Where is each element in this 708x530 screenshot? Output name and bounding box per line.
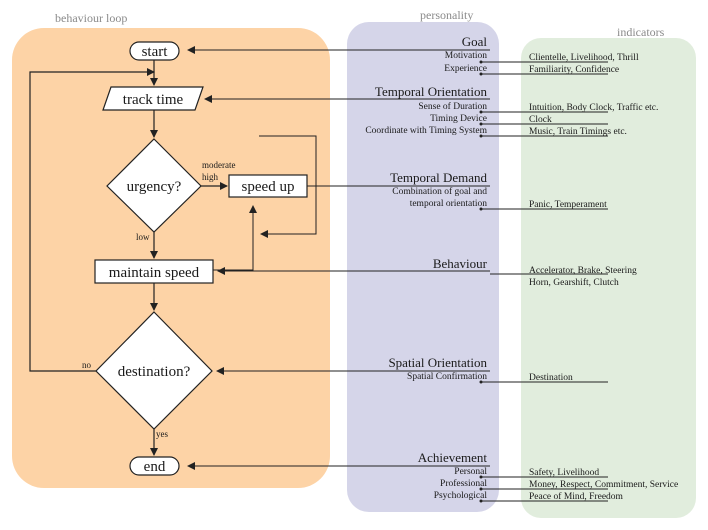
moderate-label: moderate bbox=[202, 160, 235, 170]
sense-of-duration-label: Sense of Duration bbox=[418, 101, 487, 112]
low-label: low bbox=[136, 232, 150, 242]
maintain-speed-label: maintain speed bbox=[109, 265, 200, 281]
indicator-spatial-confirmation: Destination bbox=[529, 373, 573, 383]
destination-label: destination? bbox=[118, 364, 191, 380]
professional-label: Professional bbox=[440, 478, 487, 489]
spatial-confirmation-label: Spatial Confirmation bbox=[407, 371, 487, 382]
indicators-heading: indicators bbox=[617, 25, 665, 39]
high-label: high bbox=[202, 172, 219, 182]
maintain-to-speedup-arrow bbox=[213, 205, 257, 271]
indicator-motivation: Clientelle, Livelihood, Thrill bbox=[529, 53, 639, 63]
track-time-node bbox=[102, 86, 204, 111]
temporal-demand-desc-1: Combination of goal and bbox=[392, 186, 487, 197]
start-label: start bbox=[142, 44, 169, 60]
indicator-personal: Safety, Livelihood bbox=[529, 467, 599, 478]
indicator-connectors bbox=[479, 60, 608, 503]
track-time-label: track time bbox=[123, 92, 184, 108]
no-loop-back-arrow bbox=[29, 68, 155, 372]
motivation-label: Motivation bbox=[445, 51, 487, 61]
urgency-label: urgency? bbox=[127, 179, 182, 195]
temporal-orientation-title: Temporal Orientation bbox=[375, 84, 488, 99]
indicator-professional: Money, Respect, Commitment, Service bbox=[529, 480, 678, 490]
indicator-coordinate: Music, Train Timings etc. bbox=[529, 127, 627, 137]
indicator-psychological: Peace of Mind, Freedom bbox=[529, 491, 624, 502]
goal-title: Goal bbox=[462, 34, 488, 49]
end-node bbox=[129, 456, 180, 476]
temporal-demand-title: Temporal Demand bbox=[390, 170, 487, 185]
indicator-behaviour-1: Accelerator, Brake, Steering bbox=[529, 266, 637, 276]
behaviour-loop-heading: behaviour loop bbox=[55, 11, 127, 25]
indicators-panel bbox=[521, 38, 696, 518]
indicator-experience: Familiarity, Confidence bbox=[529, 64, 619, 75]
indicator-timing-device: Clock bbox=[529, 115, 552, 125]
indicator-behaviour-2: Horn, Gearshift, Clutch bbox=[529, 277, 619, 288]
behaviour-loop-panel bbox=[12, 28, 330, 488]
achievement-title: Achievement bbox=[418, 450, 488, 465]
indicator-temporal-demand: Panic, Temperament bbox=[529, 200, 607, 210]
spatial-orientation-title: Spatial Orientation bbox=[388, 355, 487, 370]
coordinate-label: Coordinate with Timing System bbox=[365, 126, 487, 136]
psychological-label: Psychological bbox=[434, 491, 488, 501]
timing-device-label: Timing Device bbox=[430, 114, 487, 124]
experience-label: Experience bbox=[444, 64, 487, 74]
yes-label: yes bbox=[156, 429, 168, 439]
personality-panel bbox=[347, 22, 499, 512]
end-label: end bbox=[144, 459, 166, 475]
indicator-sense-of-duration: Intuition, Body Clock, Traffic etc. bbox=[529, 102, 658, 113]
no-label: no bbox=[82, 360, 92, 370]
speed-up-label: speed up bbox=[242, 179, 295, 195]
temporal-demand-desc-2: temporal orientation bbox=[410, 199, 488, 209]
behaviour-title: Behaviour bbox=[433, 256, 488, 271]
personality-heading: personality bbox=[420, 8, 473, 22]
speedup-feedback-line bbox=[259, 135, 317, 238]
personal-label: Personal bbox=[454, 467, 487, 477]
